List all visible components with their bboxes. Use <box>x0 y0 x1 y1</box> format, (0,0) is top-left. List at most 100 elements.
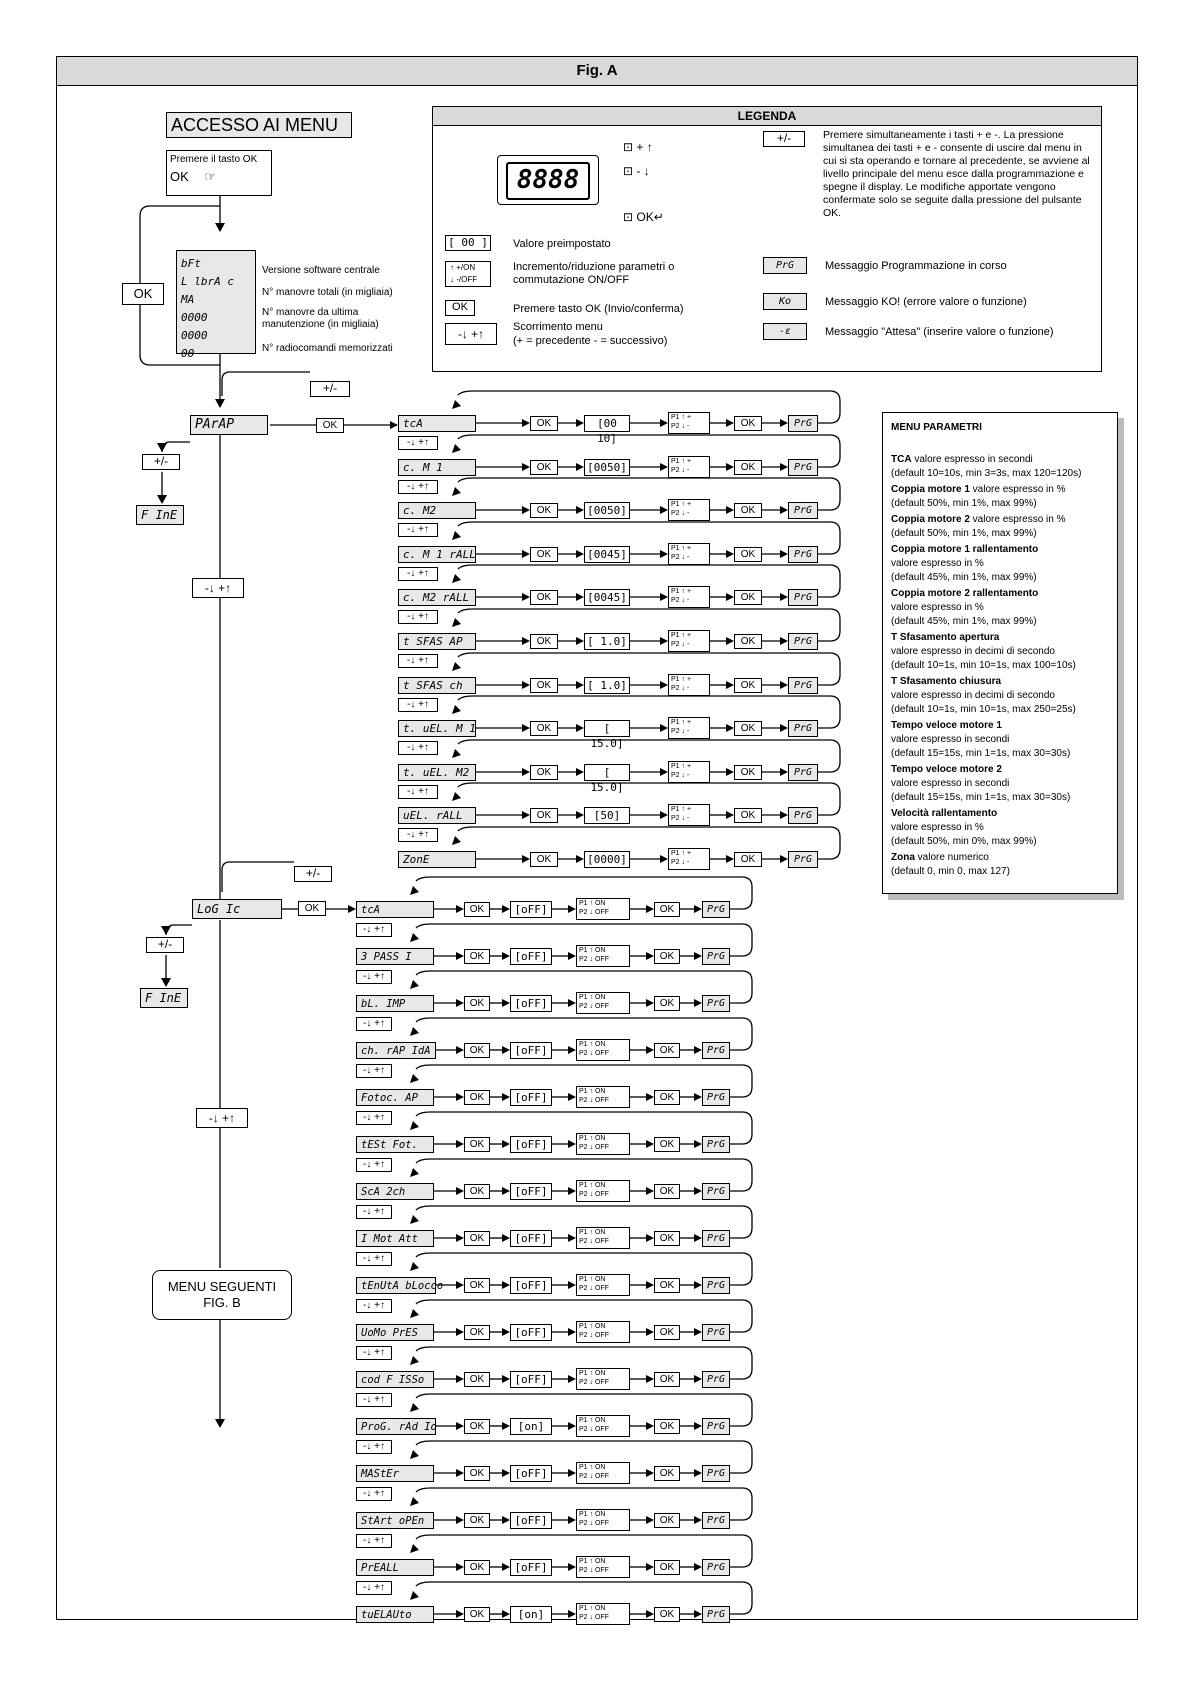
param-item-1[interactable]: c. M 1 <box>398 459 476 476</box>
logic-ok-button[interactable]: OK <box>464 1137 490 1152</box>
p1-p2-buttons[interactable]: P1 ↑ +P2 ↓ - <box>668 761 710 783</box>
logic-item-2[interactable]: bL. IMP <box>356 995 434 1012</box>
logic-exit-key[interactable]: +/- <box>146 937 184 953</box>
p1-p2-buttons[interactable]: P1 ↑ +P2 ↓ - <box>668 499 710 521</box>
logic-confirm-ok-button[interactable]: OK <box>654 996 680 1011</box>
logic-item-12[interactable]: MAStEr <box>356 1465 434 1482</box>
p1-p2-buttons[interactable]: P1 ↑ +P2 ↓ - <box>668 717 710 739</box>
param-confirm-ok-button[interactable]: OK <box>734 590 762 605</box>
p1-p2-buttons[interactable]: P1 ↑ +P2 ↓ - <box>668 630 710 652</box>
logic-confirm-ok-button[interactable]: OK <box>654 1513 680 1528</box>
logic-scroll-key[interactable]: -↓ +↑ <box>356 1017 392 1031</box>
p1-p2-buttons[interactable]: P1 ↑ +P2 ↓ - <box>668 674 710 696</box>
logic-confirm-ok-button[interactable]: OK <box>654 1278 680 1293</box>
param-item-0[interactable]: tcA <box>398 415 476 432</box>
param-scroll-key[interactable]: -↓ +↑ <box>398 523 438 537</box>
param-plus-minus-key[interactable]: +/- <box>310 381 350 397</box>
param-ok-button[interactable]: OK <box>530 547 558 562</box>
logic-item-1[interactable]: 3 PASS I <box>356 948 434 965</box>
p1-p2-buttons[interactable]: P1 ↑ +P2 ↓ - <box>668 543 710 565</box>
logic-scroll-key[interactable]: -↓ +↑ <box>356 1158 392 1172</box>
logic-ok-button[interactable]: OK <box>298 901 326 916</box>
logic-item-5[interactable]: tESt Fot. <box>356 1136 434 1153</box>
param-scroll-key[interactable]: -↓ +↑ <box>398 480 438 494</box>
logic-item-13[interactable]: StArt oPEn <box>356 1512 434 1529</box>
param-confirm-ok-button[interactable]: OK <box>734 808 762 823</box>
loop-ok-button[interactable]: OK <box>122 283 164 305</box>
param-ok-button[interactable]: OK <box>530 765 558 780</box>
param-scroll-key[interactable]: -↓ +↑ <box>192 578 244 598</box>
logic-scroll-key[interactable]: -↓ +↑ <box>356 970 392 984</box>
param-item-3[interactable]: c. M 1 rALL <box>398 546 476 563</box>
next-menu-box[interactable]: MENU SEGUENTI FIG. B <box>152 1270 292 1320</box>
param-ok-button[interactable]: OK <box>530 721 558 736</box>
logic-item-8[interactable]: tEnUtA bLocco <box>356 1277 443 1294</box>
logic-item-9[interactable]: UoMo PrES <box>356 1324 434 1341</box>
param-scroll-key[interactable]: -↓ +↑ <box>398 610 438 624</box>
logic-ok-button[interactable]: OK <box>464 1607 490 1622</box>
logic-item-11[interactable]: ProG. rAd Io <box>356 1418 437 1435</box>
p1-p2-buttons[interactable]: P1 ↑ +P2 ↓ - <box>668 586 710 608</box>
param-confirm-ok-button[interactable]: OK <box>734 852 762 867</box>
logic-item-14[interactable]: PrEALL <box>356 1559 434 1576</box>
logic-ok-button[interactable]: OK <box>464 1513 490 1528</box>
param-scroll-key[interactable]: -↓ +↑ <box>398 741 438 755</box>
param-item-6[interactable]: t SFAS ch <box>398 677 476 694</box>
param-confirm-ok-button[interactable]: OK <box>734 721 762 736</box>
logic-scroll-key[interactable]: -↓ +↑ <box>356 923 392 937</box>
param-ok-button[interactable]: OK <box>530 590 558 605</box>
param-scroll-key[interactable]: -↓ +↑ <box>398 567 438 581</box>
param-item-2[interactable]: c. M2 <box>398 502 476 519</box>
logic-ok-button[interactable]: OK <box>464 1419 490 1434</box>
logic-ok-button[interactable]: OK <box>464 902 490 917</box>
logic-ok-button[interactable]: OK <box>464 1043 490 1058</box>
logic-ok-button[interactable]: OK <box>464 996 490 1011</box>
param-confirm-ok-button[interactable]: OK <box>734 503 762 518</box>
logic-item-6[interactable]: ScA 2ch <box>356 1183 434 1200</box>
logic-menu-label[interactable]: LoG Ic <box>192 899 282 919</box>
logic-scroll-key[interactable]: -↓ +↑ <box>196 1108 248 1128</box>
logic-scroll-key[interactable]: -↓ +↑ <box>356 1581 392 1595</box>
logic-scroll-key[interactable]: -↓ +↑ <box>356 1205 392 1219</box>
logic-confirm-ok-button[interactable]: OK <box>654 1607 680 1622</box>
param-scroll-key[interactable]: -↓ +↑ <box>398 436 438 450</box>
logic-confirm-ok-button[interactable]: OK <box>654 1325 680 1340</box>
param-ok-button[interactable]: OK <box>530 634 558 649</box>
p1-p2-buttons[interactable]: P1 ↑ +P2 ↓ - <box>668 848 710 870</box>
logic-ok-button[interactable]: OK <box>464 1560 490 1575</box>
logic-scroll-key[interactable]: -↓ +↑ <box>356 1534 392 1548</box>
param-item-8[interactable]: t. uEL. M2 <box>398 764 476 781</box>
logic-confirm-ok-button[interactable]: OK <box>654 1090 680 1105</box>
param-confirm-ok-button[interactable]: OK <box>734 678 762 693</box>
param-scroll-key[interactable]: -↓ +↑ <box>398 785 438 799</box>
logic-ok-button[interactable]: OK <box>464 1325 490 1340</box>
logic-confirm-ok-button[interactable]: OK <box>654 1231 680 1246</box>
logic-confirm-ok-button[interactable]: OK <box>654 1466 680 1481</box>
logic-ok-button[interactable]: OK <box>464 1466 490 1481</box>
logic-confirm-ok-button[interactable]: OK <box>654 1372 680 1387</box>
logic-scroll-key[interactable]: -↓ +↑ <box>356 1299 392 1313</box>
logic-confirm-ok-button[interactable]: OK <box>654 1184 680 1199</box>
param-item-9[interactable]: uEL. rALL <box>398 807 476 824</box>
param-item-4[interactable]: c. M2 rALL <box>398 589 476 606</box>
logic-item-4[interactable]: Fotoc. AP <box>356 1089 434 1106</box>
logic-scroll-key[interactable]: -↓ +↑ <box>356 1440 392 1454</box>
logic-ok-button[interactable]: OK <box>464 1090 490 1105</box>
logic-confirm-ok-button[interactable]: OK <box>654 1560 680 1575</box>
logic-scroll-key[interactable]: -↓ +↑ <box>356 1064 392 1078</box>
param-exit-key[interactable]: +/- <box>142 454 180 470</box>
logic-ok-button[interactable]: OK <box>464 949 490 964</box>
logic-ok-button[interactable]: OK <box>464 1278 490 1293</box>
